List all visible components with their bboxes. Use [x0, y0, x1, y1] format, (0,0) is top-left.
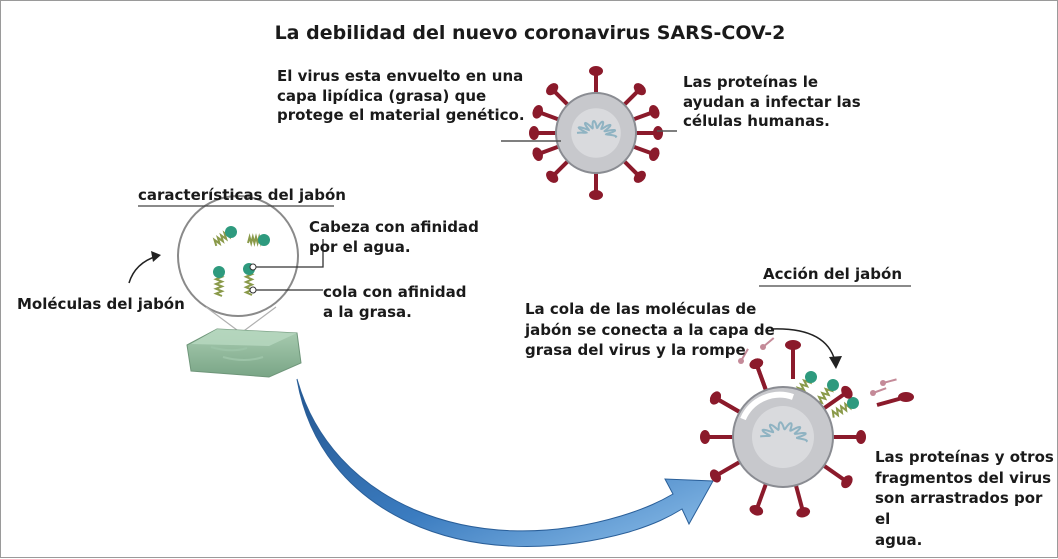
head-label: Cabeza con afinidad por el agua. — [309, 218, 479, 256]
spike-protein-head — [532, 147, 544, 162]
fragments-description: Las proteínas y otros fragmentos del vir… — [875, 448, 1054, 549]
broken-coronavirus-illustration — [700, 337, 914, 518]
head-callout-line — [253, 239, 324, 268]
action-pointer-arrowhead — [829, 356, 842, 369]
spike-protein-head — [700, 430, 710, 444]
spike-protein-head — [589, 190, 603, 200]
soap-bar-texture — [210, 346, 264, 361]
spike-protein-head — [546, 83, 559, 96]
protein-fragment-head — [738, 358, 744, 364]
action-heading: Acción del jabón — [763, 265, 902, 283]
soap-molecule-head — [213, 266, 225, 278]
spike-protein-head — [749, 505, 764, 516]
soap-zoom-circle — [177, 195, 299, 317]
spike-protein-head — [546, 170, 559, 183]
spike-protein-head — [532, 104, 544, 119]
action-pointer-arrow — [770, 328, 836, 362]
spike-protein-head — [841, 385, 853, 399]
protein-fragment-head — [870, 390, 876, 396]
tail-callout-dot — [249, 286, 257, 294]
soap-molecule-head — [225, 226, 237, 238]
spike-protein-head — [633, 170, 646, 183]
spike-protein-head — [633, 83, 646, 96]
spike-protein-head — [856, 430, 866, 444]
spike-protein-head — [709, 391, 722, 405]
spike-protein-head — [841, 475, 853, 489]
wash-arrow — [296, 378, 714, 547]
envelope-description: El virus esta envuelto en una capa lipíd… — [277, 67, 525, 124]
spike-protein-head — [653, 126, 663, 140]
viral-rna — [576, 119, 618, 139]
soap-molecule-head — [847, 397, 859, 409]
protein-fragment-head — [880, 380, 886, 386]
detached-spike-head — [898, 392, 914, 402]
viral-core — [571, 108, 621, 158]
viral-core — [752, 406, 814, 468]
soap-molecule-head — [827, 379, 839, 391]
spike-protein-head — [589, 66, 603, 76]
soap-bar-top — [191, 329, 297, 346]
protein-fragment-head — [760, 344, 766, 350]
spike-protein-head — [648, 147, 660, 162]
envelope-break — [740, 391, 794, 421]
molecules-pointer-arrowhead — [151, 251, 161, 262]
proteins-description: Las proteínas le ayudan a infectar las c… — [683, 73, 861, 130]
soap-heading: características del jabón — [138, 186, 346, 204]
spike-protein-head — [709, 469, 722, 483]
soap-molecule-head — [805, 371, 817, 383]
viral-rna — [759, 421, 808, 443]
soap-molecules-label: Moléculas del jabón — [17, 295, 185, 313]
spike-protein-head — [529, 126, 539, 140]
spike-protein-head — [796, 507, 811, 518]
detached-spike-head — [785, 340, 801, 350]
coronavirus-illustration — [529, 66, 663, 200]
tail-label: cola con afinidad a la grasa. — [323, 283, 467, 322]
soap-molecules-group — [212, 226, 859, 418]
head-callout-dot — [249, 263, 257, 271]
soap-molecule-head — [258, 234, 270, 246]
diagram-title: La debilidad del nuevo coronavirus SARS-… — [274, 22, 786, 44]
spike-protein-head — [648, 104, 660, 119]
spike-protein-head — [749, 358, 764, 369]
tail-connects-description: La cola de las moléculas de jabón se con… — [525, 300, 775, 360]
